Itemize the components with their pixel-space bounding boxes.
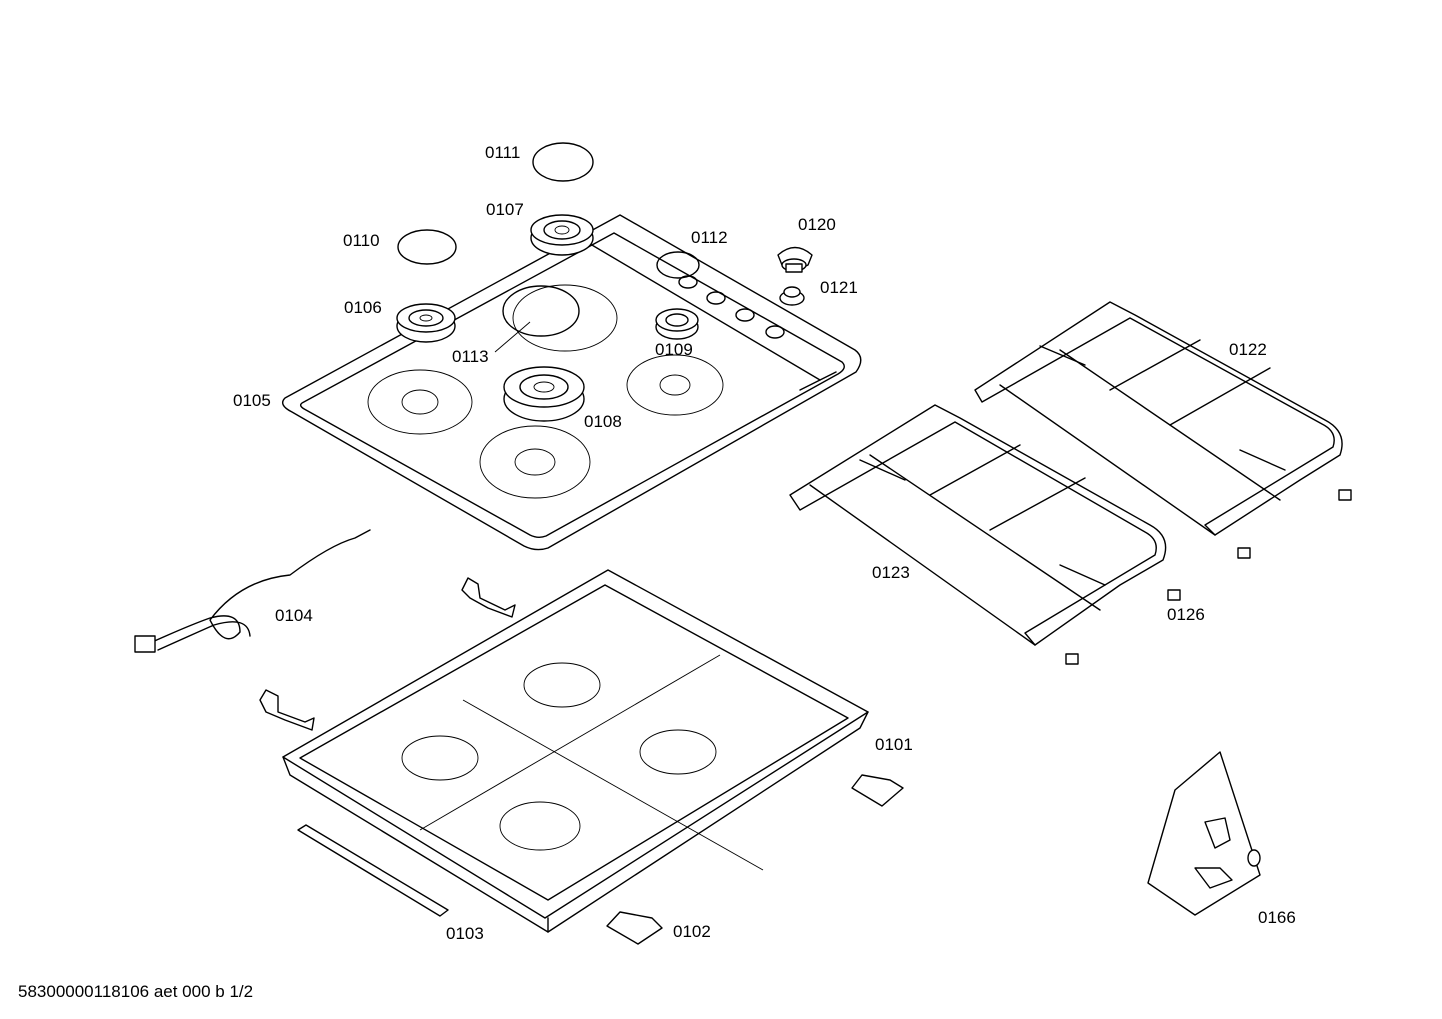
pan-support-0123[interactable] [789,404,1167,646]
label-0108[interactable]: 0108 [584,412,622,431]
burner-crown-0107[interactable] [530,214,594,256]
burner-cap-0110[interactable] [397,229,457,265]
label-0121[interactable]: 0121 [820,278,858,297]
burner-crown-0109[interactable] [655,308,699,340]
label-0109[interactable]: 0109 [655,340,693,359]
label-0104[interactable]: 0104 [275,606,313,625]
burner-crown-0106[interactable] [396,303,456,343]
seal-strip-0103[interactable] [297,824,449,917]
label-0113[interactable]: 0113 [452,347,489,366]
label-0105[interactable]: 0105 [233,391,271,410]
rubber-feet-0126[interactable] [1065,489,1352,665]
label-0103[interactable]: 0103 [446,924,484,943]
burner-crown-0108[interactable] [503,366,585,422]
label-0106[interactable]: 0106 [344,298,382,317]
label-0107[interactable]: 0107 [486,200,524,219]
label-0120[interactable]: 0120 [798,215,836,234]
document-reference: 58300000118106 aet 000 b 1/2 [18,982,254,1001]
label-0102[interactable]: 0102 [673,922,711,941]
bracket-top[interactable] [461,577,516,618]
base-tray[interactable] [282,569,869,933]
clip-0102[interactable] [606,911,663,945]
pan-support-0122[interactable] [974,301,1343,536]
label-0166[interactable]: 0166 [1258,908,1296,927]
label-0126[interactable]: 0126 [1167,605,1205,624]
power-cable-0104[interactable] [134,529,371,653]
knob-bezel-0121[interactable] [779,286,805,306]
control-knob-0120[interactable] [777,246,813,273]
label-0123[interactable]: 0123 [872,563,910,582]
bracket-left[interactable] [259,689,315,731]
label-0101[interactable]: 0101 [875,735,913,754]
burner-cap-0111[interactable] [532,142,594,182]
label-0122[interactable]: 0122 [1229,340,1267,359]
burner-cap-0113[interactable] [502,285,580,337]
burner-cap-0112[interactable] [656,251,700,279]
label-0112[interactable]: 0112 [691,228,728,247]
label-0111[interactable]: 0111 [485,143,521,162]
conversion-kit-0166[interactable] [1147,751,1261,916]
cooktop-panel[interactable] [282,214,862,551]
label-0110[interactable]: 0110 [343,231,380,250]
clip-0101[interactable] [851,774,904,807]
